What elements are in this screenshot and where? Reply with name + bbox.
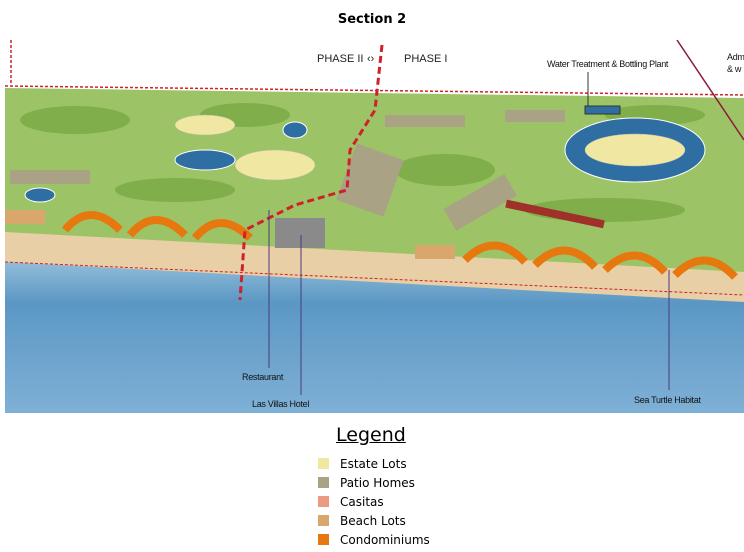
legend-item-beach-lots: Beach Lots xyxy=(318,511,430,530)
legend-item-condominiums: Condominiums xyxy=(318,530,430,549)
restaurant-label: Restaurant xyxy=(242,372,284,382)
svg-text:& w: & w xyxy=(727,64,742,74)
beach-lots-swatch xyxy=(318,515,329,526)
boundary-line-beach xyxy=(5,261,744,296)
svg-text:‹›: ‹› xyxy=(367,53,375,65)
boundary-line-top xyxy=(5,85,744,96)
beach xyxy=(5,225,744,302)
ocean xyxy=(5,255,744,413)
site-map: PHASE II ‹› PHASE I Water Treatment & Bo… xyxy=(5,40,744,413)
casitas xyxy=(505,199,605,229)
condominiums xyxy=(61,211,738,280)
legend-item-estate-lots: Estate Lots xyxy=(318,454,430,473)
estate-lots xyxy=(174,114,686,181)
legend: Legend Estate Lots Patio Homes Casitas B… xyxy=(318,424,430,549)
admin-pointer xyxy=(676,40,744,141)
turtle-label: Sea Turtle Habitat xyxy=(634,395,701,405)
casitas-swatch xyxy=(318,496,329,507)
patio-homes-swatch xyxy=(318,477,329,488)
las-villas-hotel-buildings xyxy=(275,218,325,248)
hotel-label: Las Villas Hotel xyxy=(252,399,309,409)
legend-item-casitas: Casitas xyxy=(318,492,430,511)
legend-title: Legend xyxy=(336,424,406,446)
svg-text:Adm: Adm xyxy=(727,52,744,62)
estate-lots-swatch xyxy=(318,458,329,469)
page-title: Section 2 xyxy=(337,12,407,27)
phase-1-label: PHASE I xyxy=(404,53,447,65)
patio-homes xyxy=(10,110,565,231)
phase-2-label: PHASE II xyxy=(317,53,363,65)
water-plant-building xyxy=(584,105,621,115)
water-plant-label: Water Treatment & Bottling Plant xyxy=(547,59,669,69)
beach-lots xyxy=(5,210,455,259)
condominiums-swatch xyxy=(318,534,329,545)
legend-item-patio-homes: Patio Homes xyxy=(318,473,430,492)
